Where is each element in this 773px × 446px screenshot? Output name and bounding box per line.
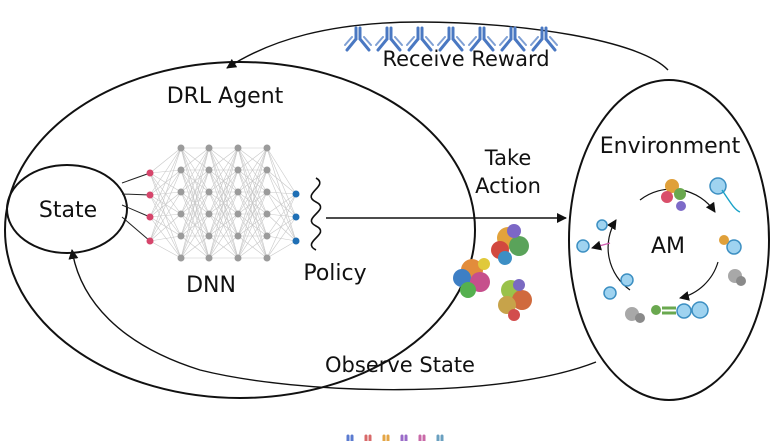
cell-left-bottom-icon <box>603 286 617 300</box>
dnn-node <box>205 254 213 262</box>
observe-state-label: Observe State <box>325 353 475 377</box>
policy-distribution-icon <box>310 177 322 251</box>
protein-top-icon <box>491 224 529 265</box>
state-label: State <box>39 198 97 223</box>
dnn-node <box>177 210 185 218</box>
antibody-icon <box>499 26 527 52</box>
antibody-icon <box>406 26 434 52</box>
dnn-node <box>234 254 242 262</box>
dnn-node <box>146 213 154 221</box>
receive-reward-label: Receive Reward <box>382 47 549 71</box>
dnn-node <box>234 144 242 152</box>
protein-structures-icon <box>453 224 532 321</box>
dnn-node <box>263 188 271 196</box>
drl-agent-label: DRL Agent <box>167 84 284 109</box>
state-ellipse <box>6 164 128 254</box>
antibody-icon <box>437 26 465 52</box>
dnn-node <box>263 232 271 240</box>
dnn-node <box>292 213 300 221</box>
dnn-node <box>234 188 242 196</box>
dnn-node <box>292 190 300 198</box>
reward-antibodies-icon <box>344 26 558 52</box>
antibody-icon <box>413 434 431 446</box>
antibody-icon <box>377 434 395 446</box>
take-action-label-line2: Action <box>475 174 541 198</box>
protein-right-icon <box>498 279 532 321</box>
policy-label: Policy <box>303 261 366 286</box>
dnn-node <box>205 188 213 196</box>
drl-agent-ellipse <box>4 61 476 399</box>
antibody-icon <box>344 26 372 52</box>
cell-middle-left-icon <box>596 219 608 231</box>
dnn-node <box>177 166 185 174</box>
dnn-node <box>234 210 242 218</box>
dnn-node <box>205 210 213 218</box>
antibody-icon <box>359 434 377 446</box>
dnn-node <box>146 169 154 177</box>
dnn-node <box>263 144 271 152</box>
dnn-node <box>146 191 154 199</box>
cell-left-upper-icon <box>576 239 611 253</box>
dnn-node <box>263 210 271 218</box>
dnn-node <box>205 232 213 240</box>
antibody-complex-bottom-icon <box>651 301 709 319</box>
dnn-node <box>177 232 185 240</box>
protein-left-icon <box>453 258 490 298</box>
observe-state-arrow <box>68 249 597 391</box>
dnn-network <box>121 144 300 262</box>
observe-antibodies-icon <box>341 434 449 446</box>
dnn-node <box>234 166 242 174</box>
antibody-icon <box>530 26 558 52</box>
cell-top-right-icon <box>709 177 741 213</box>
grey-particle-right-icon <box>728 269 746 286</box>
receive-reward-arrow <box>226 21 669 71</box>
dnn-node <box>177 254 185 262</box>
dnn-label: DNN <box>186 273 236 298</box>
environment-cells-icon <box>576 177 746 323</box>
antibody-icon <box>395 434 413 446</box>
cell-left-icon <box>620 273 634 287</box>
dnn-node <box>263 254 271 262</box>
antibody-icon <box>375 26 403 52</box>
protein-cluster-top-icon <box>661 179 686 211</box>
antibody-icon <box>431 434 449 446</box>
antibody-icon <box>468 26 496 52</box>
dnn-node <box>177 144 185 152</box>
dnn-node <box>205 144 213 152</box>
antibody-icon <box>341 434 359 446</box>
dnn-node <box>177 188 185 196</box>
dnn-node <box>234 232 242 240</box>
dnn-node <box>292 237 300 245</box>
dnn-node <box>205 166 213 174</box>
dnn-node <box>263 166 271 174</box>
cell-right-icon <box>719 235 742 255</box>
dnn-node <box>146 237 154 245</box>
take-action-label-line1: Take <box>484 146 532 170</box>
environment-label: Environment <box>600 134 741 159</box>
am-label: AM <box>651 234 685 259</box>
grey-particle-bottom-left-icon <box>625 307 645 323</box>
environment-ellipse <box>568 79 770 401</box>
